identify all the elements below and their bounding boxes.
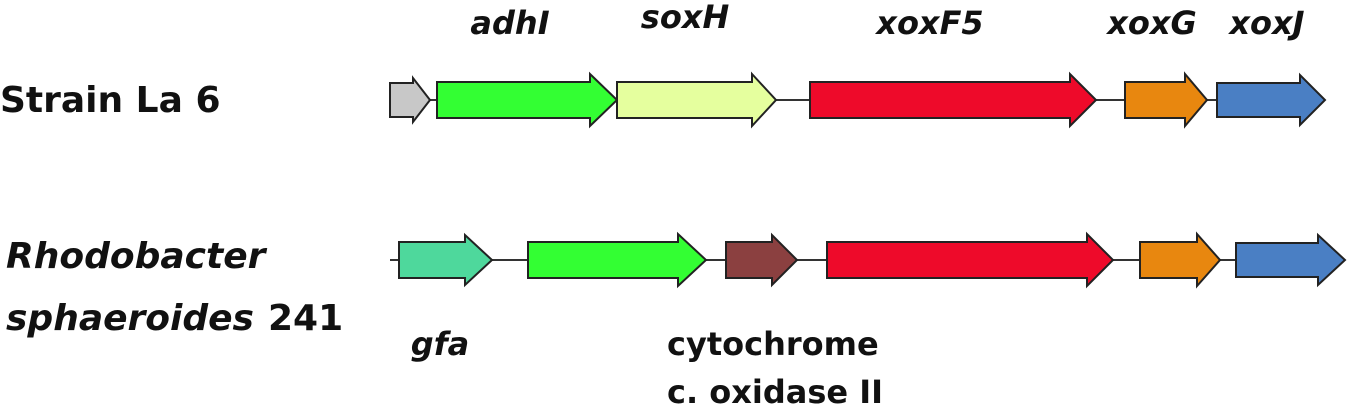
row-strain-la6: Strain La 6 adhI soxH xoxF5 xoxG xoxJ: [0, 0, 1327, 129]
gene-arrow-gfa: [398, 232, 494, 288]
gene-label-xoxG: xoxG: [1105, 4, 1197, 42]
gene-arrow-xoxJ-2: [1235, 232, 1347, 288]
gene-arrow-adhI-2: [527, 231, 708, 289]
gene-arrow-adhI: [436, 71, 619, 129]
strain-name-species: sphaeroides: [6, 298, 254, 339]
annotation-cytochrome-line2: c. oxidase II: [667, 373, 883, 411]
gene-arrow-xoxJ: [1216, 72, 1327, 128]
gene-arrow-soxH: [616, 71, 778, 129]
gene-arrow-xoxF5-2: [826, 231, 1115, 289]
gene-arrow-cytochrome-oxidase: [725, 232, 799, 288]
gene-arrow-xoxF5: [809, 71, 1098, 129]
gene-label-xoxJ: xoxJ: [1227, 4, 1304, 42]
gene-label-soxH: soxH: [641, 0, 730, 36]
strain-name-la6: Strain La 6: [0, 80, 221, 121]
gene-arrow-unnamed: [389, 75, 432, 125]
gene-arrow-xoxG-2: [1139, 231, 1222, 289]
strain-name-genus: Rhodobacter: [6, 236, 268, 277]
strain-name-species-line: sphaeroides 241: [6, 298, 343, 339]
gene-label-adhI: adhI: [470, 4, 549, 42]
row-rhodobacter: Rhodobacter sphaeroides 241 gfa cytochrom…: [6, 231, 1347, 411]
strain-name-number: 241: [268, 298, 343, 339]
annotation-cytochrome-line1: cytochrome: [667, 325, 879, 363]
gene-arrow-xoxG: [1124, 71, 1209, 129]
gene-label-gfa: gfa: [411, 325, 469, 363]
gene-label-xoxF5: xoxF5: [874, 4, 983, 42]
